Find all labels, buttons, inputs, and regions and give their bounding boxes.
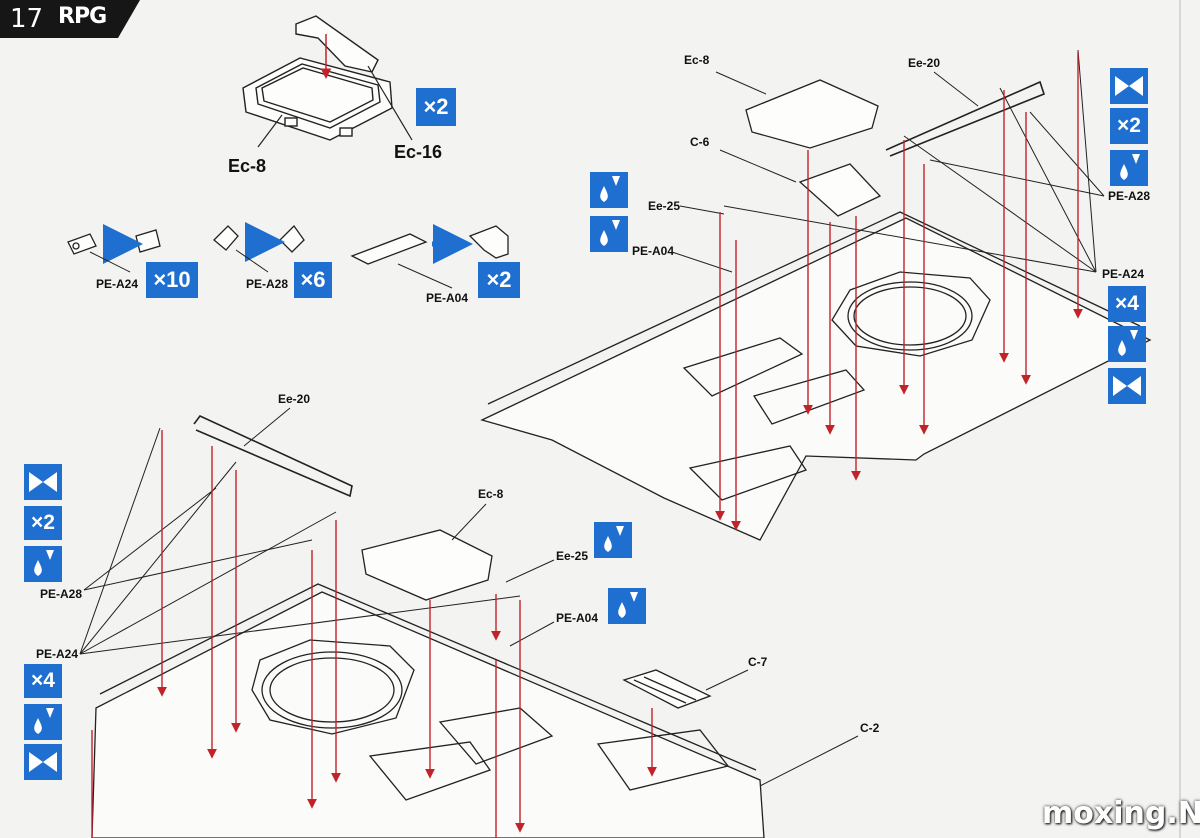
- label-pea24-right: PE-A24: [1102, 267, 1144, 281]
- upper-hull-plate-right: [480, 211, 1152, 541]
- glue-icon: [594, 522, 632, 558]
- label-pea28-left: PE-A28: [40, 587, 82, 601]
- label-pea24-left: PE-A24: [36, 647, 78, 661]
- label-pea28-right: PE-A28: [1108, 189, 1150, 203]
- label-c2: C-2: [860, 721, 880, 735]
- label-ee25-left: Ee-25: [556, 549, 588, 563]
- label-ec8-top: Ec-8: [228, 156, 266, 176]
- glue-icon: [590, 216, 628, 252]
- label-pe-a24-sub: PE-A24: [96, 277, 138, 291]
- upper-hull-plate-left: [91, 583, 765, 838]
- bend-icon: [24, 464, 62, 500]
- label-c7: C-7: [748, 655, 768, 669]
- label-ee20-right: Ee-20: [908, 56, 940, 70]
- brand-logo: RPG: [58, 4, 107, 29]
- glue-icon: [608, 588, 646, 624]
- quantity-badge-x2-right: ×2: [1110, 108, 1148, 144]
- part-c6: [798, 163, 882, 217]
- hatch-ec8-left: [361, 529, 493, 601]
- glue-icon: [24, 546, 62, 582]
- header-bar: [0, 0, 140, 38]
- step-number: 17: [10, 4, 44, 34]
- label-ec8-right: Ec-8: [684, 53, 710, 67]
- label-c6: C-6: [690, 135, 710, 149]
- glue-icon: [24, 704, 62, 740]
- quantity-badge-x2-left: ×2: [24, 506, 62, 540]
- pe-a04-part: [350, 225, 509, 265]
- label-pea04-left: PE-A04: [556, 611, 598, 625]
- bend-icon: [1110, 68, 1148, 104]
- quantity-badge-x10: ×10: [146, 262, 198, 298]
- quantity-badge-x2-top: ×2: [416, 88, 456, 126]
- bend-icon: [24, 744, 62, 780]
- part-c7: [622, 669, 712, 709]
- quantity-badge-x4-right: ×4: [1108, 286, 1146, 322]
- label-ee25-right: Ee-25: [648, 199, 680, 213]
- watermark: moxing.NET: [1042, 796, 1200, 831]
- pe-a28-part: [213, 224, 305, 253]
- hatch-ec8-right: [745, 79, 879, 149]
- hatch-subassembly: [242, 15, 393, 141]
- label-pe-a28-sub: PE-A28: [246, 277, 288, 291]
- label-ec8-left: Ec-8: [478, 487, 504, 501]
- glue-icon: [590, 172, 628, 208]
- label-pea04-right: PE-A04: [632, 244, 674, 258]
- glue-icon: [1110, 150, 1148, 186]
- glue-icon: [1108, 326, 1146, 362]
- label-ec16: Ec-16: [394, 142, 442, 162]
- label-pe-a04-sub: PE-A04: [426, 291, 468, 305]
- bend-icon: [1108, 368, 1146, 404]
- quantity-badge-x4-left: ×4: [24, 664, 62, 698]
- quantity-badge-x6: ×6: [294, 262, 332, 298]
- handrail-ee20-right: [885, 80, 1045, 157]
- quantity-badge-x2-pea04: ×2: [478, 262, 520, 298]
- label-ee20-left: Ee-20: [278, 392, 310, 406]
- handrail-ee20-left: [193, 415, 353, 498]
